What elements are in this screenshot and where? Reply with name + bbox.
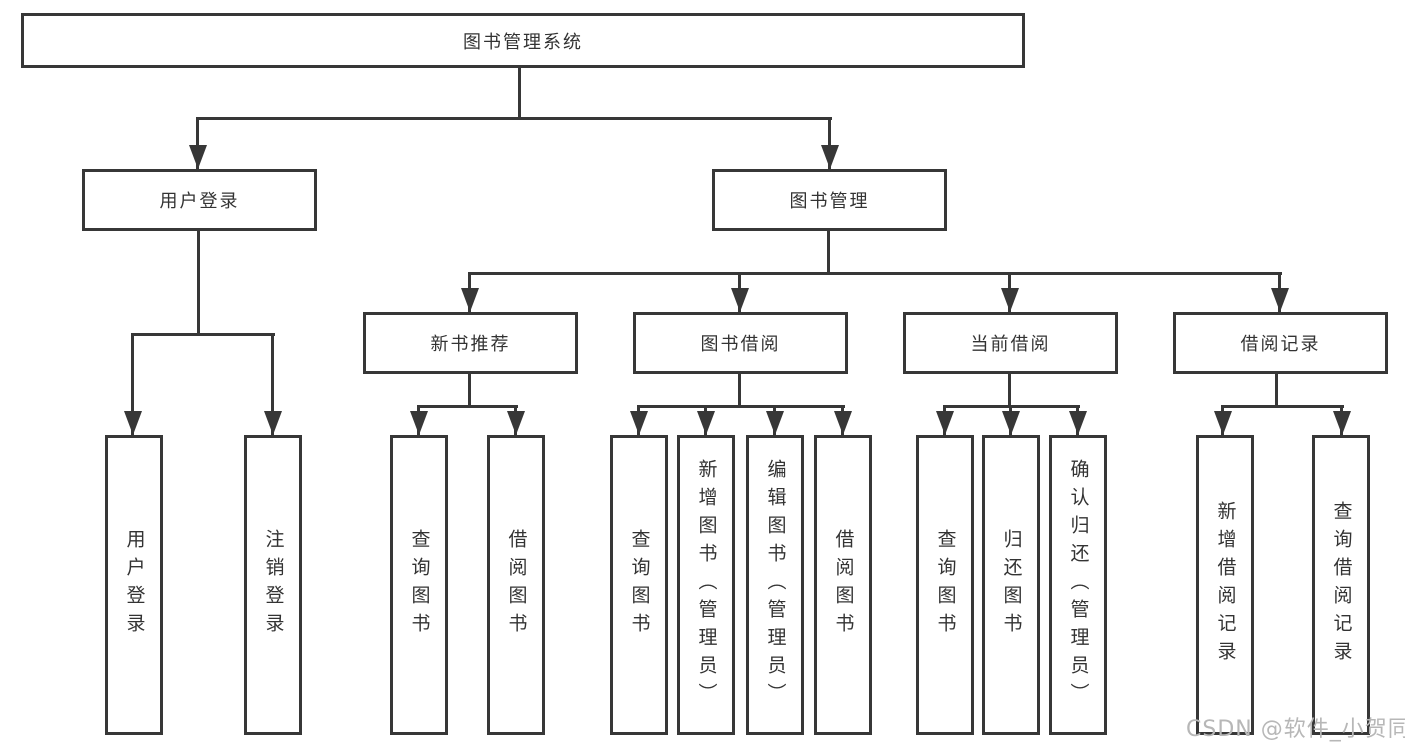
arrow-down-icon bbox=[834, 411, 852, 435]
node-new-book-recommendation: 新书推荐 bbox=[363, 312, 578, 374]
node-label: 注销登录 bbox=[262, 529, 285, 641]
connector-hline bbox=[131, 333, 275, 336]
leaf-node-borrow-books: 借阅图书 bbox=[814, 435, 872, 735]
connector-vline bbox=[468, 374, 471, 405]
node-label: 图书管理系统 bbox=[463, 31, 583, 53]
leaf-node-borrow-books-recommend: 借阅图书 bbox=[487, 435, 545, 735]
node-label: 查询借阅记录 bbox=[1330, 501, 1353, 669]
node-current-borrowing: 当前借阅 bbox=[903, 312, 1118, 374]
leaf-node-add-books-admin: 新增图书（管理员） bbox=[677, 435, 735, 735]
node-label: 当前借阅 bbox=[970, 334, 1051, 355]
node-library-management-system: 图书管理系统 bbox=[21, 13, 1025, 68]
node-label: 查询图书 bbox=[934, 529, 957, 641]
arrow-down-icon bbox=[1001, 288, 1019, 312]
connector-hline bbox=[417, 405, 518, 408]
node-label: 借阅图书 bbox=[832, 529, 855, 641]
arrow-down-icon bbox=[1069, 411, 1087, 435]
leaf-node-query-books-recommend: 查询图书 bbox=[390, 435, 448, 735]
node-label: 用户登录 bbox=[159, 191, 240, 212]
node-label: 图书借阅 bbox=[700, 334, 781, 355]
node-label: 借阅记录 bbox=[1240, 334, 1321, 355]
node-user-login: 用户登录 bbox=[82, 169, 317, 231]
arrow-down-icon bbox=[410, 411, 428, 435]
connector-hline bbox=[468, 272, 1282, 275]
arrow-down-icon bbox=[507, 411, 525, 435]
connector-vline bbox=[197, 231, 200, 333]
arrow-down-icon bbox=[936, 411, 954, 435]
connector-vline bbox=[271, 333, 274, 435]
arrow-down-icon bbox=[630, 411, 648, 435]
node-label: 查询图书 bbox=[628, 529, 651, 641]
node-book-borrowing: 图书借阅 bbox=[633, 312, 848, 374]
arrow-down-icon bbox=[731, 288, 749, 312]
connector-vline bbox=[738, 374, 741, 405]
arrow-down-icon bbox=[766, 411, 784, 435]
node-label: 确认归还（管理员） bbox=[1067, 459, 1090, 711]
arrow-down-icon bbox=[697, 411, 715, 435]
connector-vline bbox=[196, 117, 199, 169]
connector-vline bbox=[828, 117, 831, 169]
arrow-down-icon bbox=[821, 145, 839, 169]
leaf-node-return-books: 归还图书 bbox=[982, 435, 1040, 735]
connector-vline bbox=[827, 231, 830, 272]
leaf-node-add-borrow-record: 新增借阅记录 bbox=[1196, 435, 1254, 735]
arrow-down-icon bbox=[1333, 411, 1351, 435]
leaf-node-query-books-borrowing: 查询图书 bbox=[610, 435, 668, 735]
leaf-node-confirm-return-admin: 确认归还（管理员） bbox=[1049, 435, 1107, 735]
connector-vline bbox=[1275, 374, 1278, 405]
csdn-watermark: CSDN @软件_小贺同学 bbox=[1186, 717, 1405, 742]
node-borrowing-records: 借阅记录 bbox=[1173, 312, 1388, 374]
node-label: 查询图书 bbox=[408, 529, 431, 641]
leaf-node-logout: 注销登录 bbox=[244, 435, 302, 735]
leaf-node-user-login: 用户登录 bbox=[105, 435, 163, 735]
leaf-node-query-borrow-record: 查询借阅记录 bbox=[1312, 435, 1370, 735]
arrow-down-icon bbox=[1214, 411, 1232, 435]
node-label: 用户登录 bbox=[123, 529, 146, 641]
arrow-down-icon bbox=[461, 288, 479, 312]
leaf-node-edit-books-admin: 编辑图书（管理员） bbox=[746, 435, 804, 735]
node-label: 新增图书（管理员） bbox=[695, 459, 718, 711]
arrow-down-icon bbox=[1002, 411, 1020, 435]
connector-vline bbox=[131, 333, 134, 435]
node-label: 归还图书 bbox=[1000, 529, 1023, 641]
connector-vline bbox=[1008, 374, 1011, 405]
connector-hline bbox=[1221, 405, 1344, 408]
connector-hline bbox=[196, 117, 832, 120]
arrow-down-icon bbox=[124, 411, 142, 435]
arrow-down-icon bbox=[189, 145, 207, 169]
connector-hline bbox=[637, 405, 845, 408]
node-label: 新增借阅记录 bbox=[1214, 501, 1237, 669]
connector-vline bbox=[518, 68, 521, 117]
node-label: 借阅图书 bbox=[505, 529, 528, 641]
arrow-down-icon bbox=[1271, 288, 1289, 312]
node-label: 编辑图书（管理员） bbox=[764, 459, 787, 711]
node-book-management: 图书管理 bbox=[712, 169, 947, 231]
arrow-down-icon bbox=[264, 411, 282, 435]
leaf-node-query-books-current: 查询图书 bbox=[916, 435, 974, 735]
node-label: 新书推荐 bbox=[430, 334, 511, 355]
node-label: 图书管理 bbox=[789, 191, 870, 212]
